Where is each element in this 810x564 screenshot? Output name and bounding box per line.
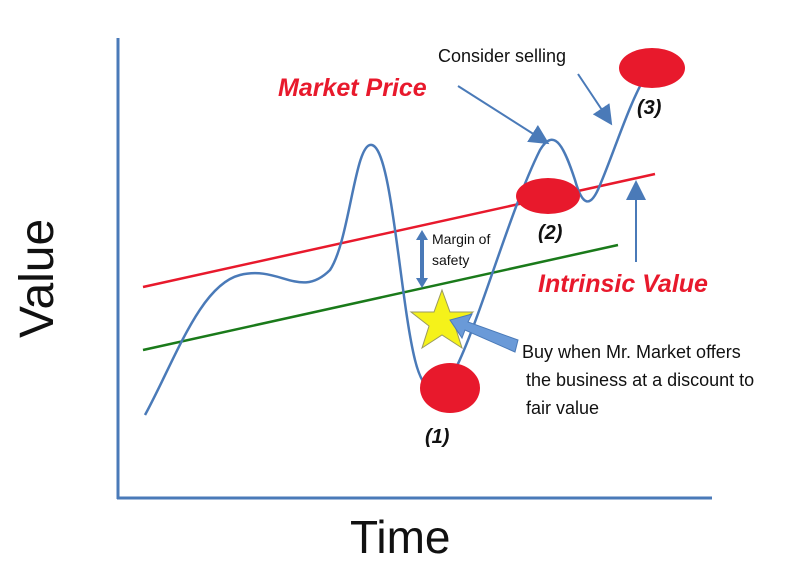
buy-text-line3: fair value <box>526 398 600 418</box>
selling-arrow-2 <box>577 73 613 126</box>
margin-of-safety-line2: safety <box>432 252 470 268</box>
buy-arrow <box>449 313 519 353</box>
marker-1 <box>420 363 480 413</box>
point-2-label: (2) <box>538 222 563 244</box>
price-curve <box>143 71 650 416</box>
margin-double-arrow <box>416 230 428 288</box>
x-axis-label: Time <box>350 511 451 563</box>
star-icon <box>409 288 475 350</box>
intrinsic-value-line <box>142 243 619 352</box>
intrinsic-value-label: Intrinsic Value <box>538 270 708 298</box>
point-3-label: (3) <box>637 97 662 119</box>
point-1-label: (1) <box>425 426 450 448</box>
marker-3 <box>619 48 685 88</box>
selling-arrow-1 <box>457 85 550 145</box>
margin-of-safety-line1: Margin of <box>432 231 491 247</box>
buy-text-line1: Buy when Mr. Market offers <box>522 342 741 362</box>
marker-2 <box>516 178 580 214</box>
consider-selling-label: Consider selling <box>438 46 567 66</box>
buy-text-line2: the business at a discount to <box>526 370 755 390</box>
market-price-label: Market Price <box>278 74 427 102</box>
y-axis-label: Value <box>11 218 64 338</box>
